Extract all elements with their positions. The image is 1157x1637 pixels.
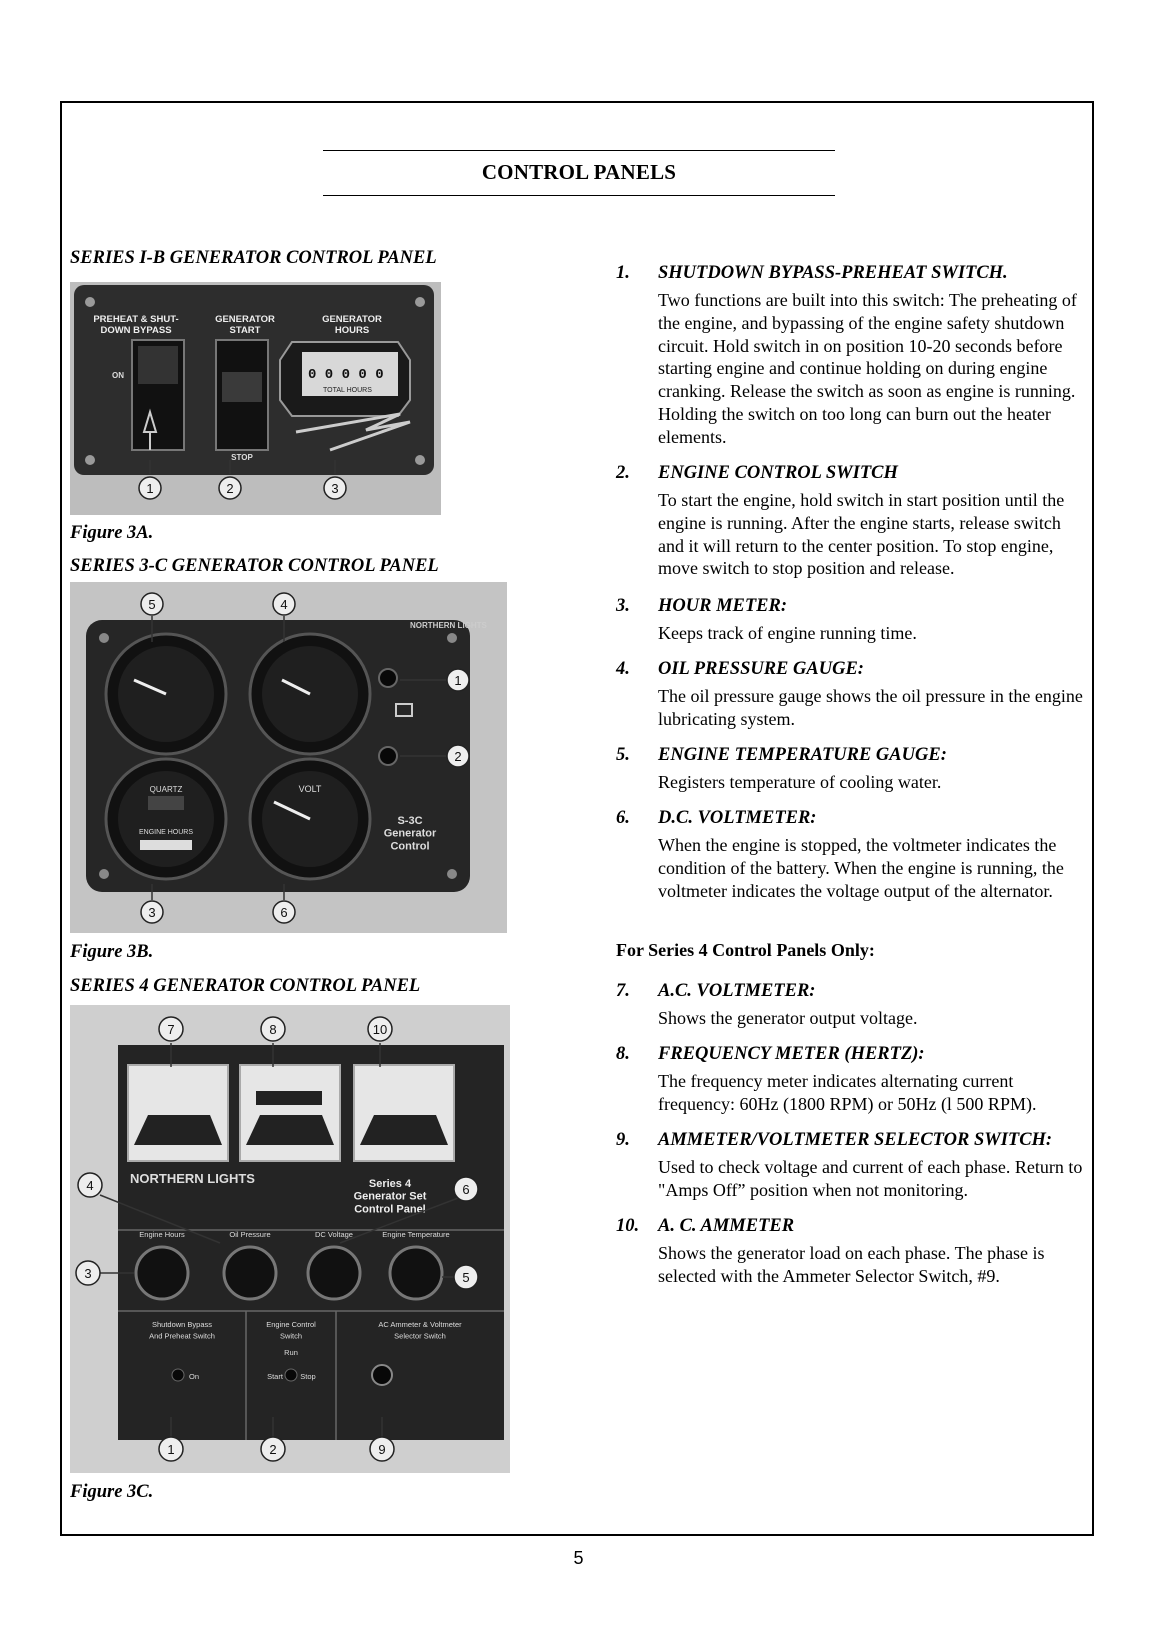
item-3-number: 3.	[616, 596, 630, 616]
figure-3b-caption: Figure 3B.	[70, 942, 154, 962]
item-8-heading: FREQUENCY METER (HERTZ):	[658, 1044, 925, 1064]
item-7-number: 7.	[616, 981, 630, 1001]
item-1-body: Two functions are built into this switch…	[658, 290, 1077, 447]
item-7-body: Shows the generator output voltage.	[658, 1008, 918, 1028]
item-4-body: The oil pressure gauge shows the oil pre…	[658, 686, 1083, 729]
page-number: 5	[573, 1548, 584, 1568]
fig3c-label-brand: NORTHERN LIGHTS	[130, 1171, 255, 1186]
figure-3b-photo: QUARTZ ENGINE HOURS VOLT NORTHERN LIGHTS…	[70, 582, 507, 933]
item-3: 3. HOUR METER: Keeps track of engine runn…	[616, 595, 1091, 645]
fig3b-callout-3: 3	[148, 905, 155, 920]
fig3c-label-start: Start	[267, 1372, 284, 1381]
item-10-body: Shows the generator load on each phase. …	[658, 1243, 1045, 1286]
fig3c-label-run: Run	[284, 1348, 298, 1357]
item-9-heading: AMMETER/VOLTMETER SELECTOR SWITCH:	[658, 1130, 1053, 1150]
item-4-number: 4.	[616, 659, 630, 679]
fig3c-callout-7: 7	[167, 1022, 174, 1037]
item-2: 2. ENGINE CONTROL SWITCH To start the eng…	[616, 462, 1091, 580]
fig3b-callout-4: 4	[280, 597, 287, 612]
series4-note: For Series 4 Control Panels Only:	[616, 940, 875, 960]
item-9: 9. AMMETER/VOLTMETER SELECTOR SWITCH: Use…	[616, 1129, 1091, 1202]
fig3b-callout-6: 6	[280, 905, 287, 920]
page-title: CONTROL PANELS	[481, 160, 677, 184]
figure-3c-caption: Figure 3C.	[70, 1482, 154, 1502]
item-3-body: Keeps track of engine running time.	[658, 623, 917, 643]
item-8: 8. FREQUENCY METER (HERTZ): The frequency…	[616, 1043, 1091, 1116]
page-border	[60, 101, 1094, 1536]
figure-3a-caption: Figure 3A.	[70, 523, 154, 543]
item-1-heading: SHUTDOWN BYPASS-PREHEAT SWITCH.	[658, 263, 1008, 283]
item-5: 5. ENGINE TEMPERATURE GAUGE: Registers te…	[616, 744, 1091, 794]
item-8-body: The frequency meter indicates alternatin…	[658, 1071, 1037, 1114]
fig3b-label-brand: NORTHERN LIGHTS	[410, 621, 488, 630]
item-4: 4. OIL PRESSURE GAUGE: The oil pressure g…	[616, 658, 1091, 731]
fig3a-callout-2: 2	[226, 481, 233, 496]
fig3c-callout-10: 10	[373, 1022, 387, 1037]
item-2-number: 2.	[616, 463, 630, 483]
fig3c-callout-2: 2	[269, 1442, 276, 1457]
fig3b-callout-5: 5	[148, 597, 155, 612]
fig3a-label-on: ON	[112, 371, 124, 380]
item-6: 6. D.C. VOLTMETER: When the engine is sto…	[616, 807, 1091, 902]
fig3a-label-preheat: PREHEAT & SHUT-DOWN BYPASS	[93, 314, 178, 336]
item-6-number: 6.	[616, 808, 630, 828]
fig3c-callout-6: 6	[462, 1182, 469, 1197]
item-1-number: 1.	[616, 263, 630, 283]
fig3b-label-engine-hours: ENGINE HOURS	[139, 829, 193, 836]
title-rule-bottom	[323, 195, 835, 196]
fig3c-callout-1: 1	[167, 1442, 174, 1457]
item-1: 1. SHUTDOWN BYPASS-PREHEAT SWITCH. Two fu…	[616, 262, 1091, 449]
figure-3a-heading: SERIES I-B GENERATOR CONTROL PANEL	[70, 248, 437, 268]
fig3c-callout-3: 3	[84, 1266, 91, 1281]
svg-text:0 0 0 0 0: 0 0 0 0 0	[308, 367, 384, 383]
fig3b-callout-1: 1	[454, 673, 461, 688]
item-4-heading: OIL PRESSURE GAUGE:	[658, 659, 864, 679]
item-5-heading: ENGINE TEMPERATURE GAUGE:	[658, 745, 947, 765]
fig3a-callout-3: 3	[331, 481, 338, 496]
fig3c-callout-5: 5	[462, 1270, 469, 1285]
item-6-heading: D.C. VOLTMETER:	[658, 808, 817, 828]
title-rule-top	[323, 150, 835, 151]
svg-text:TOTAL HOURS: TOTAL HOURS	[323, 387, 372, 394]
fig3c-callout-8: 8	[269, 1022, 276, 1037]
item-6-body: When the engine is stopped, the voltmete…	[658, 835, 1064, 901]
item-5-body: Registers temperature of cooling water.	[658, 772, 942, 792]
fig3c-label-engine-temp: Engine Temperature	[382, 1230, 449, 1239]
fig3c-label-oil-pressure: Oil Pressure	[229, 1230, 270, 1239]
item-10-number: 10.	[616, 1216, 640, 1236]
item-9-body: Used to check voltage and current of eac…	[658, 1157, 1083, 1200]
figure-3b-heading: SERIES 3-C GENERATOR CONTROL PANEL	[70, 556, 439, 576]
fig3b-label-volt: VOLT	[299, 784, 322, 794]
fig3c-label-on: On	[189, 1372, 199, 1381]
item-2-body: To start the engine, hold switch in star…	[658, 490, 1065, 579]
item-8-number: 8.	[616, 1044, 630, 1064]
fig3b-label-quartz: QUARTZ	[150, 785, 183, 794]
item-10: 10. A. C. AMMETER Shows the generator loa…	[616, 1215, 1091, 1288]
item-7-heading: A.C. VOLTMETER:	[658, 981, 816, 1001]
item-10-heading: A. C. AMMETER	[658, 1216, 795, 1236]
item-2-heading: ENGINE CONTROL SWITCH	[658, 463, 898, 483]
fig3b-callout-2: 2	[454, 749, 461, 764]
fig3c-callout-9: 9	[378, 1442, 385, 1457]
fig3c-label-engine-hours: Engine Hours	[139, 1230, 185, 1239]
fig3a-label-stop: STOP	[231, 453, 253, 462]
item-5-number: 5.	[616, 745, 630, 765]
item-3-heading: HOUR METER:	[658, 596, 788, 616]
fig3c-label-dc-voltage: DC Voltage	[315, 1230, 353, 1239]
item-7: 7. A.C. VOLTMETER: Shows the generator ou…	[616, 980, 1091, 1030]
item-9-number: 9.	[616, 1130, 630, 1150]
fig3c-callout-4: 4	[86, 1178, 93, 1193]
fig3a-callout-1: 1	[146, 481, 153, 496]
fig3c-label-stop: Stop	[300, 1372, 315, 1381]
figure-3c-heading: SERIES 4 GENERATOR CONTROL PANEL	[70, 976, 421, 996]
